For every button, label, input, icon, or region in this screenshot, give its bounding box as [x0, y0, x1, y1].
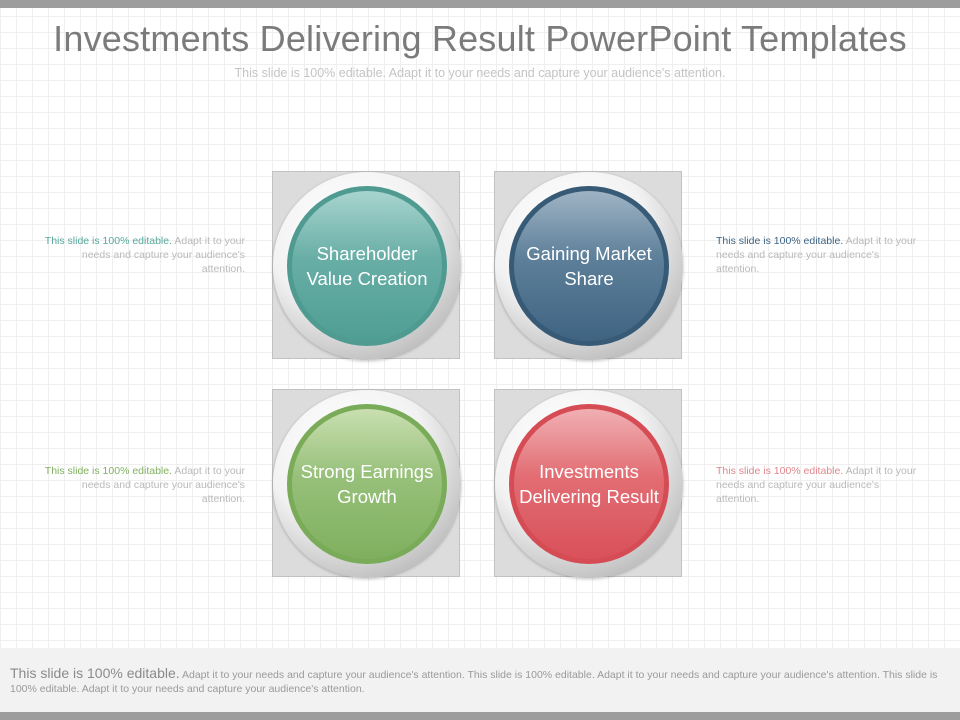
- note-text: Adapt it to your needs and capture your …: [716, 235, 917, 275]
- top-bar: [0, 0, 960, 8]
- slide-title: Investments Delivering Result PowerPoint…: [53, 18, 907, 59]
- note-gaining-market-share: This slide is 100% editable. Adapt it to…: [716, 234, 921, 276]
- note-highlight: This slide is 100% editable.: [44, 465, 173, 477]
- note-highlight: This slide is 100% editable.: [44, 235, 173, 247]
- tile-investments-delivering-result: Investments Delivering Result: [494, 389, 683, 578]
- note-highlight: This slide is 100% editable.: [716, 235, 844, 247]
- note-strong-earnings-growth: This slide is 100% editable. Adapt it to…: [40, 464, 245, 506]
- note-text: Adapt it to your needs and capture your …: [81, 465, 245, 505]
- note-highlight: This slide is 100% editable.: [716, 465, 844, 477]
- footer-body: Adapt it to your needs and capture your …: [10, 669, 938, 695]
- circle-gaining-market-share: Gaining Market Share: [509, 186, 669, 346]
- circle-investments-delivering-result: Investments Delivering Result: [509, 404, 669, 564]
- tile-shareholder-value-creation: Shareholder Value Creation: [272, 171, 461, 360]
- footer-lead: This slide is 100% editable.: [10, 665, 180, 681]
- bottom-bar: [0, 712, 960, 720]
- note-shareholder-value-creation: This slide is 100% editable. Adapt it to…: [40, 234, 245, 276]
- circle-label: Strong Earnings Growth: [300, 461, 434, 507]
- slide-subtitle: This slide is 100% editable. Adapt it to…: [234, 66, 726, 80]
- circle-label: Investments Delivering Result: [519, 461, 659, 507]
- tile-gaining-market-share: Gaining Market Share: [494, 171, 683, 360]
- footer-text-box: This slide is 100% editable. Adapt it to…: [0, 648, 960, 712]
- note-text: Adapt it to your needs and capture your …: [716, 465, 917, 505]
- circle-label: Gaining Market Share: [526, 243, 652, 289]
- note-investments-delivering-result: This slide is 100% editable. Adapt it to…: [716, 464, 921, 506]
- circle-strong-earnings-growth: Strong Earnings Growth: [287, 404, 447, 564]
- circle-label: Shareholder Value Creation: [306, 243, 428, 289]
- circle-shareholder-value-creation: Shareholder Value Creation: [287, 186, 447, 346]
- tile-strong-earnings-growth: Strong Earnings Growth: [272, 389, 461, 578]
- note-text: Adapt it to your needs and capture your …: [81, 235, 245, 275]
